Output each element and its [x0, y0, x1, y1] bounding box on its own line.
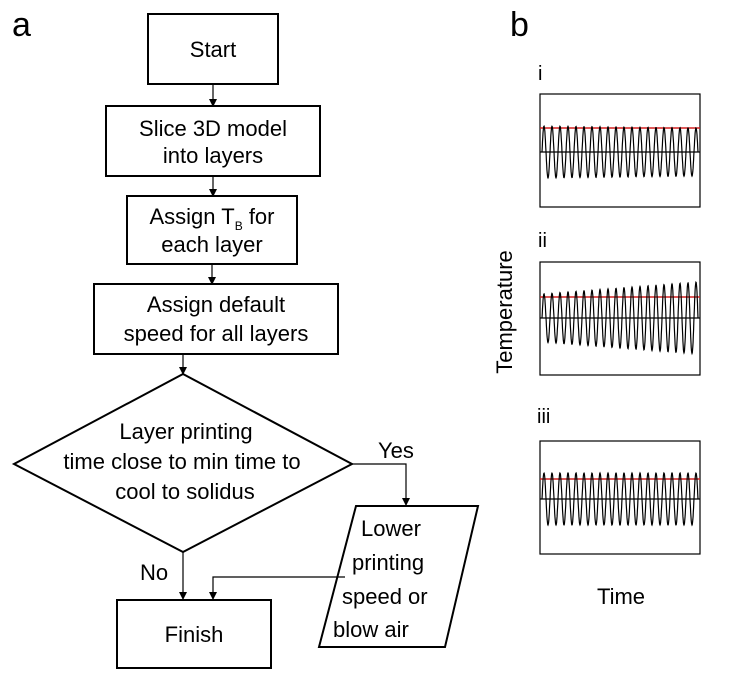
assign-tb-box — [126, 195, 298, 265]
subpanel-i-trace — [541, 124, 699, 180]
decision-label-line1: Layer printing — [119, 419, 252, 444]
assign-tb-subscript: B — [235, 219, 243, 233]
subpanel-i-frame — [539, 93, 701, 208]
temperature-axis-label: Temperature — [492, 250, 517, 374]
arrow-action-to-finish — [209, 576, 345, 600]
subpanel-iii-trace — [541, 471, 699, 527]
slice-label-line2: into layers — [163, 143, 263, 168]
panel-b-letter: b — [510, 6, 529, 44]
panel-a-letter: a — [12, 6, 31, 44]
arrow-yes-branch — [352, 463, 410, 506]
no-label: No — [140, 560, 168, 585]
finish-box — [116, 599, 272, 669]
start-box — [147, 13, 279, 85]
action-parallelogram — [317, 505, 480, 648]
decision-label-line2: time close to min time to — [63, 449, 300, 474]
assign-tb-label-line1: Assign TB for — [150, 204, 275, 233]
assign-tb-prefix: Assign T — [150, 204, 235, 229]
action-label-line2: printing — [352, 550, 424, 575]
slice-label-line1: Slice 3D model — [139, 116, 287, 141]
decision-label-line3: cool to solidus — [115, 479, 254, 504]
slice-box — [105, 105, 321, 177]
action-label-line4: blow air — [333, 617, 409, 642]
time-axis-label: Time — [597, 584, 645, 609]
subpanel-iii-frame — [539, 440, 701, 555]
action-label-line1: Lower — [361, 516, 421, 541]
subpanel-iii-label: iii — [537, 406, 550, 428]
subpanel-ii-trace — [541, 280, 699, 356]
start-label: Start — [190, 37, 236, 62]
subpanel-i-label: i — [538, 63, 542, 85]
default-speed-label-line1: Assign default — [147, 292, 285, 317]
default-speed-box — [93, 283, 339, 355]
default-speed-label-line2: speed for all layers — [124, 321, 309, 346]
action-label-line3: speed or — [342, 584, 428, 609]
assign-tb-suffix: for — [243, 204, 275, 229]
yes-label: Yes — [378, 438, 414, 463]
assign-tb-label-line2: each layer — [161, 232, 263, 257]
subpanel-ii-label: ii — [538, 230, 547, 252]
finish-label: Finish — [165, 622, 224, 647]
